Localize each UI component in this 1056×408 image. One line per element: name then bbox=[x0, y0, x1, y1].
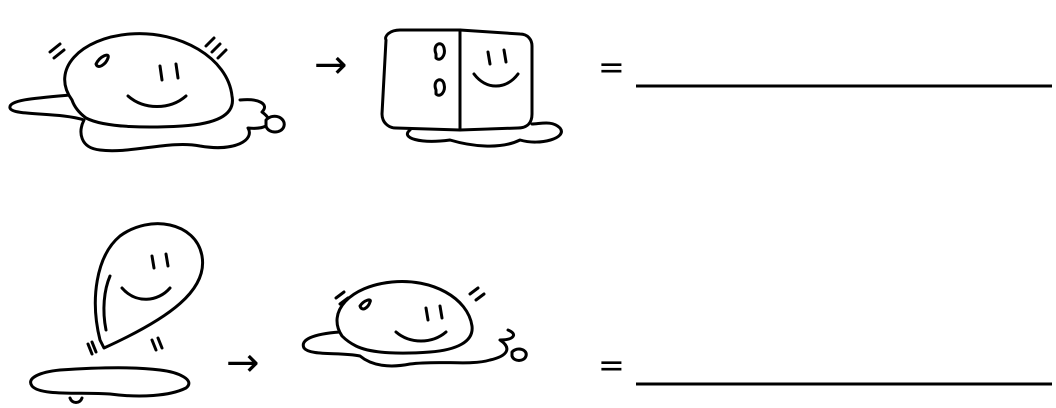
row-1: → = bbox=[8, 28, 1052, 153]
arrow-right-icon: → bbox=[226, 340, 260, 386]
water-puddle-icon bbox=[301, 279, 528, 368]
water-vapor-drop-icon bbox=[29, 222, 205, 404]
ice-cube-icon bbox=[380, 28, 563, 148]
water-puddle-icon bbox=[8, 32, 286, 153]
equals-sign: = bbox=[598, 346, 625, 384]
arrow-right-icon: → bbox=[314, 42, 348, 88]
row-2: → = bbox=[29, 222, 1052, 404]
equals-sign: = bbox=[598, 48, 625, 86]
